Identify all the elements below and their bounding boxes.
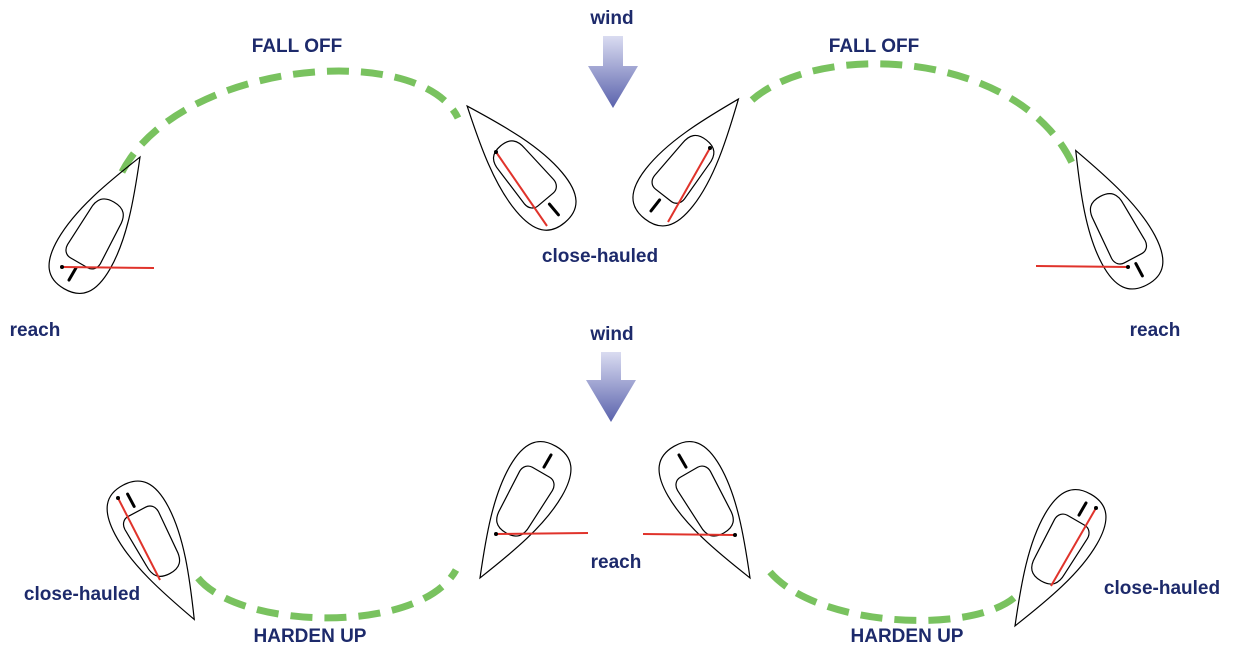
boat-bottom-right: [987, 477, 1119, 643]
bottom-left-arc: [195, 568, 460, 622]
wind-arrow-icon-top: [588, 36, 638, 108]
wind-arrow-icon-bottom: [586, 352, 636, 422]
boom-bottom-left: [117, 497, 161, 581]
top-left-arc-label: FALL OFF: [252, 36, 342, 57]
top-right-arc: [749, 60, 1077, 167]
boat-top-left: [36, 140, 168, 306]
bottom-center-label: reach: [591, 552, 642, 573]
boat-bottom-center-left: [452, 429, 584, 595]
boat-top-center-left: [442, 85, 590, 244]
boom-bottom-right: [1050, 507, 1097, 587]
boom-top-left: [61, 266, 155, 269]
top-center-label: close-hauled: [542, 246, 658, 267]
bottom-right-label: close-hauled: [1104, 578, 1220, 599]
boom-top-center-right: [667, 147, 711, 223]
bottom-left-label: close-hauled: [24, 584, 140, 605]
bottom-right-arc: [767, 569, 1023, 624]
boat-bottom-left: [94, 469, 223, 636]
bottom-wind-label: wind: [589, 324, 633, 345]
bottom-right-arc-label: HARDEN UP: [851, 626, 964, 645]
boat-top-center-right: [619, 79, 764, 239]
boom-top-center-left: [495, 151, 548, 227]
boom-bottom-center-right: [642, 533, 736, 536]
boom-bottom-center-left: [495, 532, 589, 535]
top-wind-label: wind: [589, 8, 633, 29]
bottom-left-arc-label: HARDEN UP: [254, 626, 367, 645]
boom-top-right: [1035, 265, 1129, 268]
boat-bottom-center-right: [646, 429, 778, 595]
top-left-arc: [118, 67, 462, 174]
top-left-label: reach: [10, 320, 61, 341]
top-right-arc-label: FALL OFF: [829, 36, 919, 57]
top-right-label: reach: [1130, 320, 1181, 341]
